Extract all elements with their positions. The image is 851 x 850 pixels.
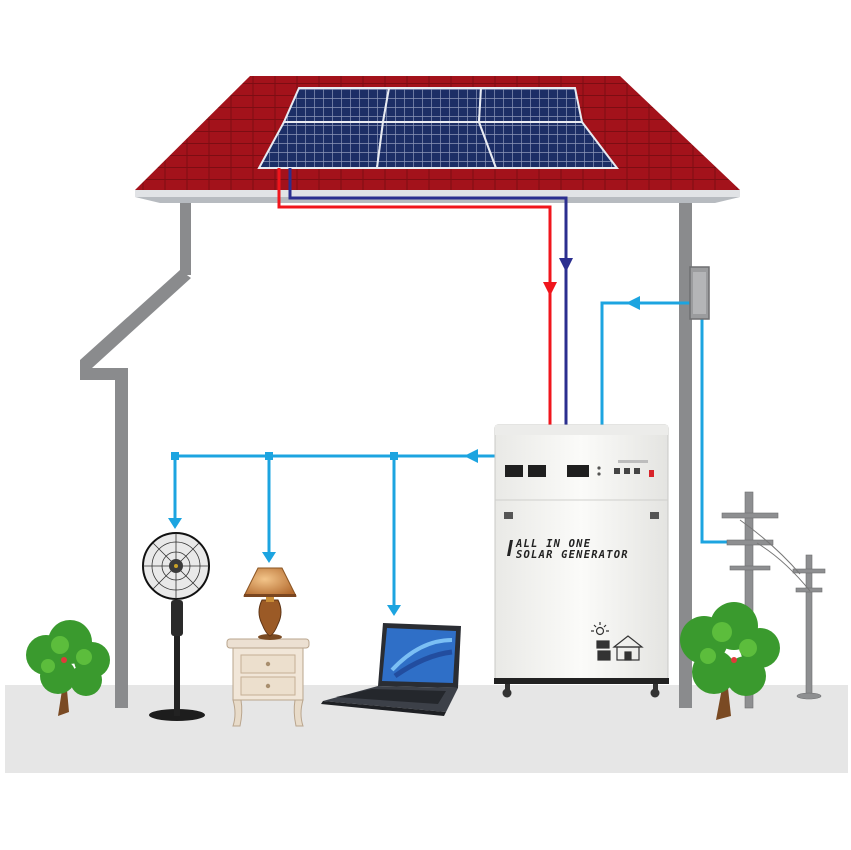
tree-icon	[680, 602, 780, 720]
utility-pole-icon	[721, 491, 826, 709]
house-walls	[80, 195, 692, 708]
dc-wiring	[277, 168, 573, 425]
ac-output-wiring	[168, 449, 495, 616]
dc-negative-wire	[288, 168, 568, 425]
dc-negative-arrow	[559, 258, 573, 272]
dc-positive-wire	[277, 168, 552, 425]
stand-fan-icon	[142, 532, 210, 721]
generator-label-line2: SOLAR GENERATOR	[516, 549, 629, 561]
laptop-icon	[321, 623, 461, 716]
solar-panel-array-icon	[257, 87, 620, 169]
generator-label-line1: ALL IN ONE	[515, 538, 591, 550]
power-lines	[739, 519, 811, 592]
solar-generator-icon: ALL IN ONE SOLAR GENERATOR	[494, 424, 669, 698]
house-logo-icon	[591, 622, 644, 661]
dc-positive-arrow	[543, 282, 557, 296]
tree-icon	[26, 620, 110, 716]
meter-box-icon	[689, 266, 710, 320]
nightstand-icon	[226, 638, 310, 727]
table-lamp-icon	[243, 567, 297, 640]
generator-wheels	[502, 684, 660, 698]
